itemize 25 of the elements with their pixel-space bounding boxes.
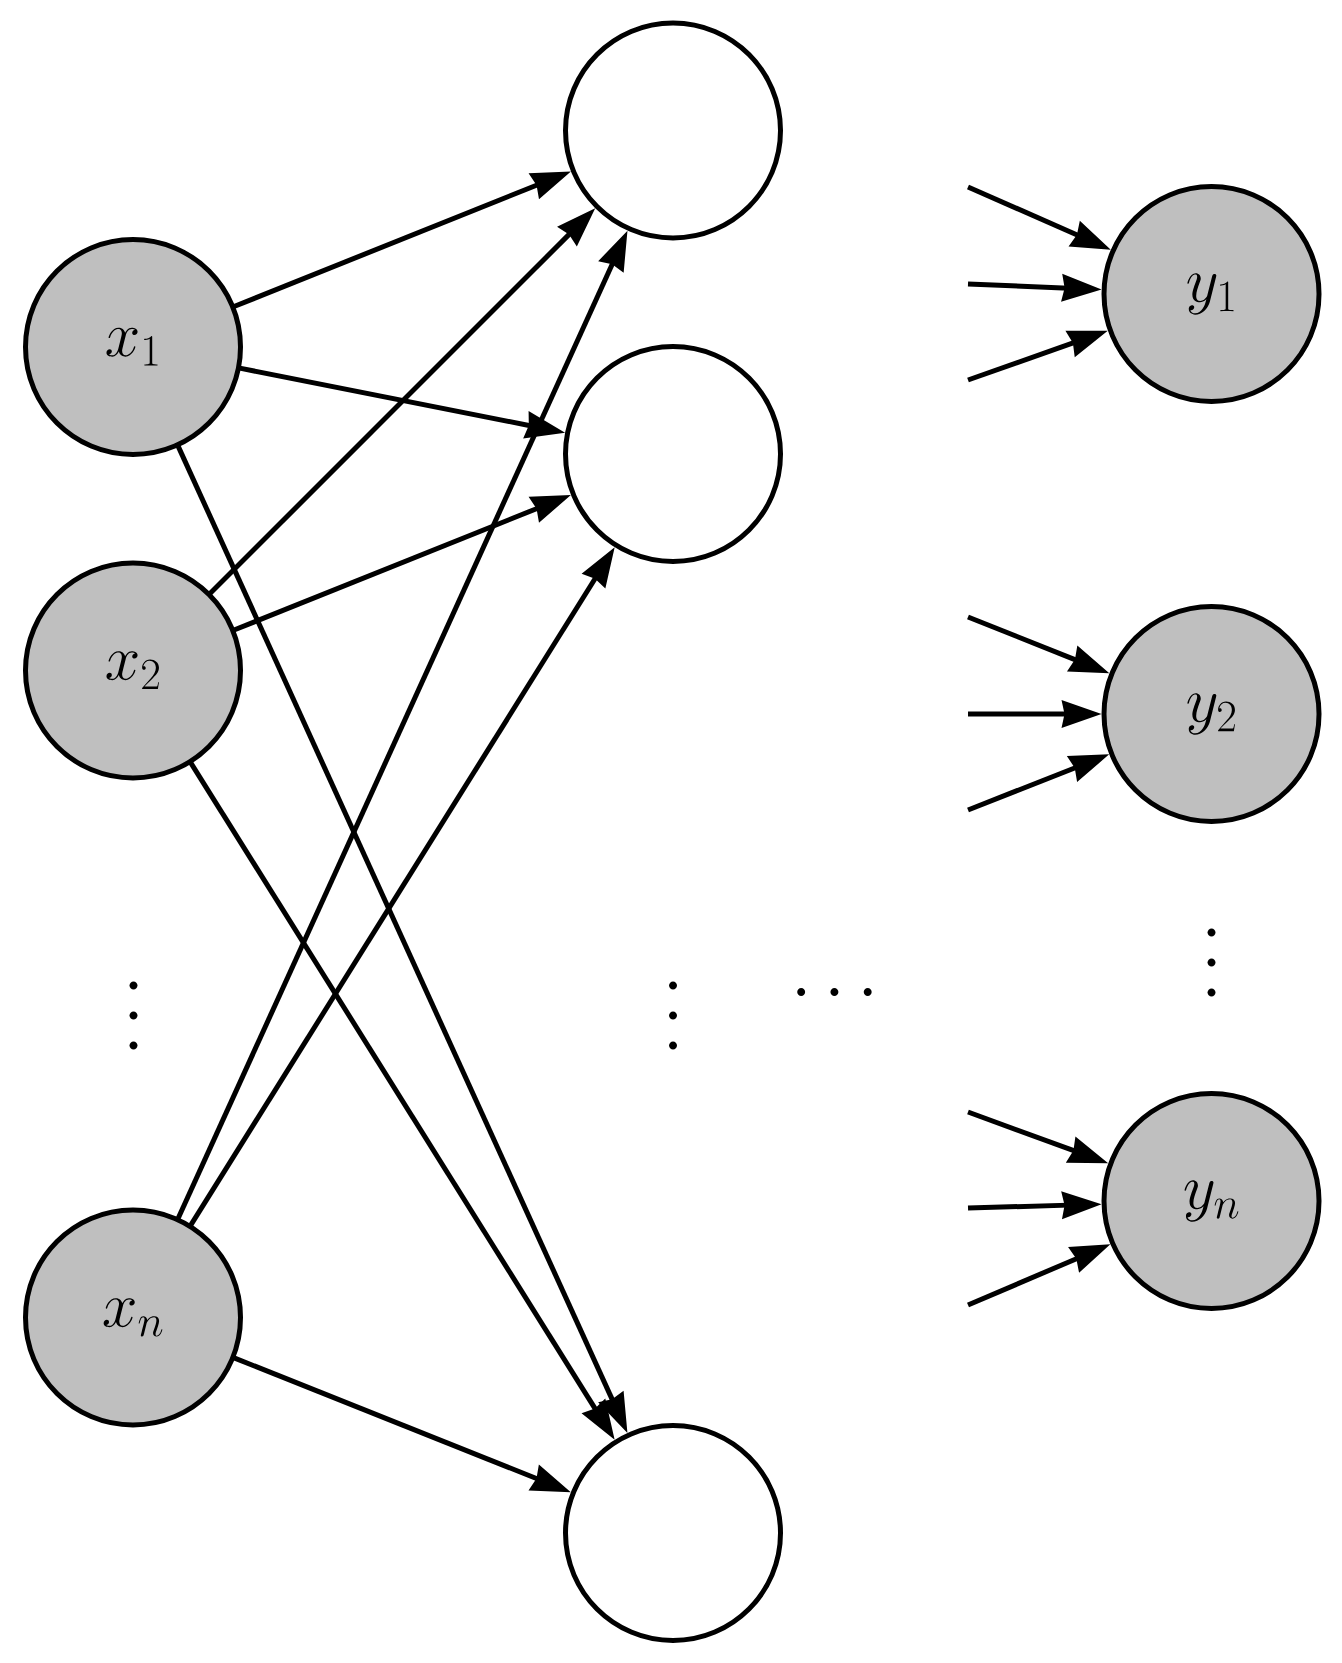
ellipsis-dots: $\vdots$ [129, 981, 138, 1050]
arrow [967, 1109, 1109, 1164]
neuron-circle [563, 1423, 783, 1643]
arrow [187, 547, 615, 1228]
ellipsis-dots: $\vdots$ [669, 981, 677, 1050]
arrow [187, 760, 615, 1440]
arrow [231, 494, 571, 633]
arrow [231, 171, 571, 310]
arrow [175, 230, 628, 1221]
neuron-circle [563, 344, 783, 564]
arrow [175, 443, 628, 1433]
arrow [231, 1355, 571, 1493]
ellipsis-dots: $\cdots$ [797, 987, 872, 996]
arrow [967, 614, 1110, 674]
arrow [967, 330, 1108, 383]
arrow [967, 184, 1111, 250]
ellipsis-dots: $\vdots$ [1207, 928, 1216, 997]
arrow [207, 208, 596, 597]
arrow [968, 700, 1102, 728]
arrow [967, 1244, 1111, 1308]
arrow [967, 1191, 1102, 1220]
arrow [237, 365, 566, 439]
arrow [967, 273, 1102, 302]
arrow [967, 754, 1110, 813]
neuron-circle [563, 20, 783, 241]
